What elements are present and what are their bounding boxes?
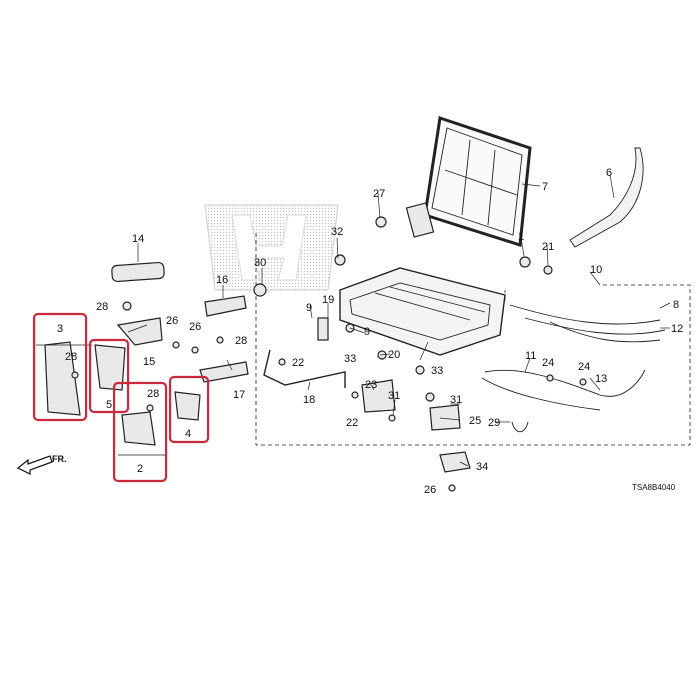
callout-29: 29 xyxy=(488,417,500,429)
highlight-box-part-4 xyxy=(168,375,210,444)
callout-34: 34 xyxy=(476,461,488,473)
seat-cushion-frame xyxy=(317,267,506,360)
seat-back-cable xyxy=(569,147,644,248)
callout-24b: 24 xyxy=(578,361,590,373)
callout-33a: 33 xyxy=(344,353,356,365)
callout-31a: 31 xyxy=(388,390,400,402)
diagram-code: TSA8B4040 xyxy=(632,483,676,492)
parts-misc xyxy=(44,216,587,492)
callout-22a: 22 xyxy=(292,357,304,369)
highlight-box-part-3 xyxy=(32,312,88,422)
callout-16: 16 xyxy=(216,274,228,286)
callout-26c: 26 xyxy=(424,484,436,496)
callout-19: 19 xyxy=(322,294,334,306)
callout-23: 23 xyxy=(365,379,377,391)
callout-2: 2 xyxy=(137,463,143,475)
callout-20: 20 xyxy=(388,349,400,361)
callout-9a: 9 xyxy=(306,302,312,314)
callout-26b: 26 xyxy=(189,321,201,333)
callout-25: 25 xyxy=(469,415,481,427)
highlight-box-part-5 xyxy=(88,338,130,414)
callout-11: 11 xyxy=(525,350,536,362)
highlight-boxes xyxy=(32,312,210,483)
callout-8: 8 xyxy=(673,299,679,311)
callout-4: 4 xyxy=(185,428,191,440)
callout-12: 12 xyxy=(671,323,683,335)
wire-harness xyxy=(509,304,666,343)
callout-26a: 26 xyxy=(166,315,178,327)
callout-labels: 1 2 3 4 5 6 7 8 9 9 10 11 12 13 14 15 16… xyxy=(57,167,683,496)
callout-5: 5 xyxy=(106,399,112,411)
callout-32: 32 xyxy=(331,226,343,238)
callout-3: 3 xyxy=(57,323,63,335)
callout-27: 27 xyxy=(373,188,385,200)
callout-30: 30 xyxy=(254,257,266,269)
group-brackets xyxy=(36,344,165,456)
callout-28d: 28 xyxy=(147,388,159,400)
callout-17: 17 xyxy=(233,389,245,401)
front-direction-arrow: FR. xyxy=(16,454,67,475)
callout-10: 10 xyxy=(590,264,602,276)
callout-13: 13 xyxy=(595,373,607,385)
callout-1: 1 xyxy=(518,231,524,243)
callout-28b: 28 xyxy=(65,351,77,363)
callout-18: 18 xyxy=(303,394,315,406)
callout-21: 21 xyxy=(542,241,554,253)
highlight-box-part-2 xyxy=(112,381,168,483)
callout-33b: 33 xyxy=(431,365,443,377)
seat-back-frame xyxy=(405,116,553,275)
direction-label: FR. xyxy=(52,454,67,464)
callout-22b: 22 xyxy=(346,417,358,429)
callout-14: 14 xyxy=(132,233,144,245)
callout-6: 6 xyxy=(606,167,612,179)
callout-15: 15 xyxy=(143,356,155,368)
callout-7: 7 xyxy=(542,181,548,193)
lower-cable xyxy=(481,369,646,411)
callout-28c: 28 xyxy=(235,335,247,347)
callout-24a: 24 xyxy=(542,357,554,369)
callout-28a: 28 xyxy=(96,301,108,313)
honda-watermark-logo xyxy=(204,204,339,291)
leader-lines xyxy=(127,174,671,467)
callout-9b: 9 xyxy=(364,326,370,338)
callout-31b: 31 xyxy=(450,394,462,406)
release-rod xyxy=(263,349,346,388)
